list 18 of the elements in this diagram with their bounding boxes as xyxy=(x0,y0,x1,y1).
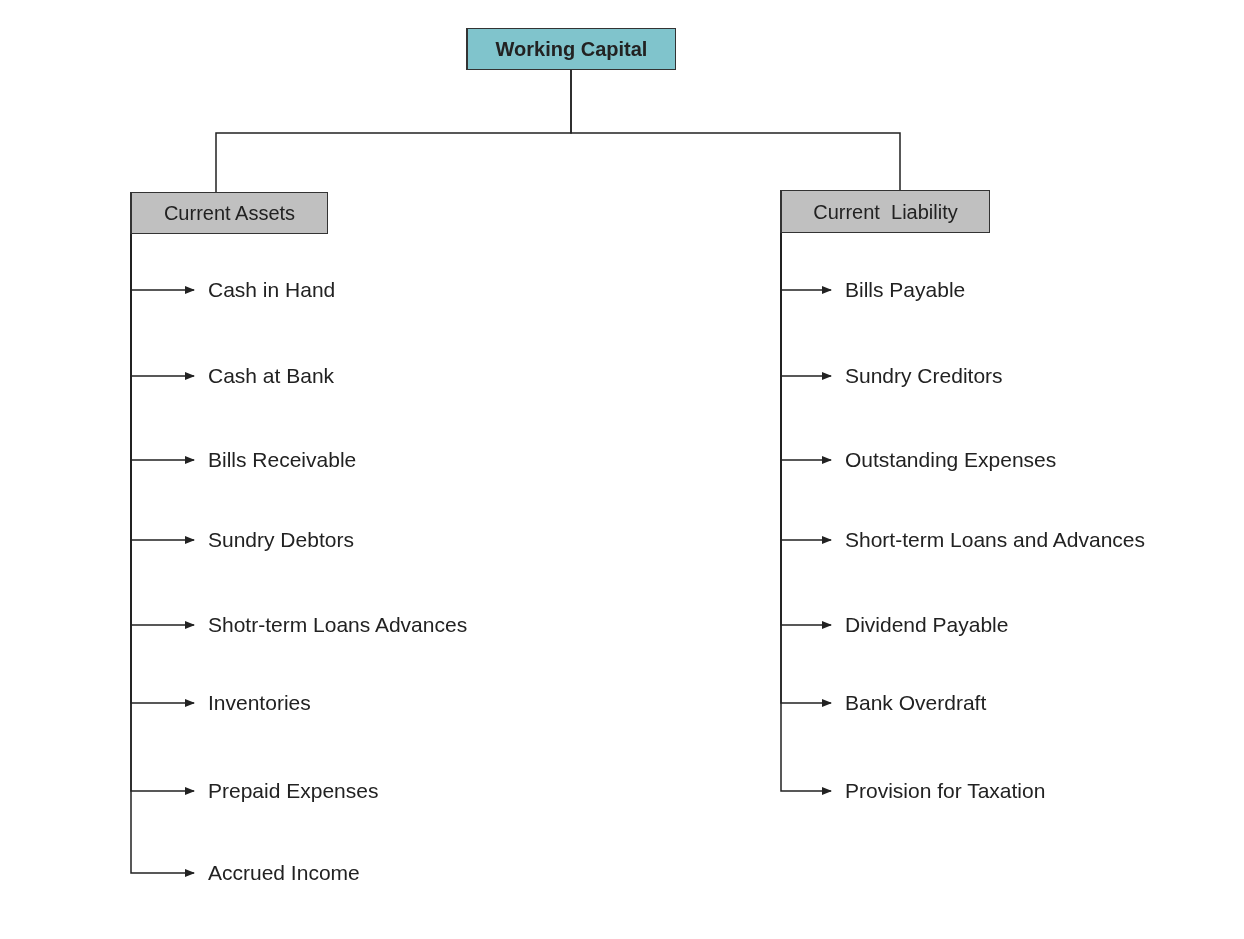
category-box: Current Liability xyxy=(780,190,990,233)
item-label: Bills Payable xyxy=(845,276,966,304)
item-label: Bank Overdraft xyxy=(845,689,987,717)
item-label: Dividend Payable xyxy=(845,611,1009,639)
item-label: Provision for Taxation xyxy=(845,777,1046,805)
item-label: Sundry Debtors xyxy=(208,526,354,554)
item-label: Inventories xyxy=(208,689,311,717)
item-label: Outstanding Expenses xyxy=(845,446,1057,474)
item-label: Prepaid Expenses xyxy=(208,777,379,805)
item-label: Bills Receivable xyxy=(208,446,357,474)
item-label: Cash at Bank xyxy=(208,362,335,390)
category-box: Working Capital xyxy=(466,28,676,70)
category-box: Current Assets xyxy=(130,192,328,234)
item-label: Accrued Income xyxy=(208,859,360,887)
item-label: Sundry Creditors xyxy=(845,362,1003,390)
item-label: Short-term Loans and Advances xyxy=(845,526,1145,554)
item-label: Cash in Hand xyxy=(208,276,336,304)
item-label: Shotr-term Loans Advances xyxy=(208,611,468,639)
